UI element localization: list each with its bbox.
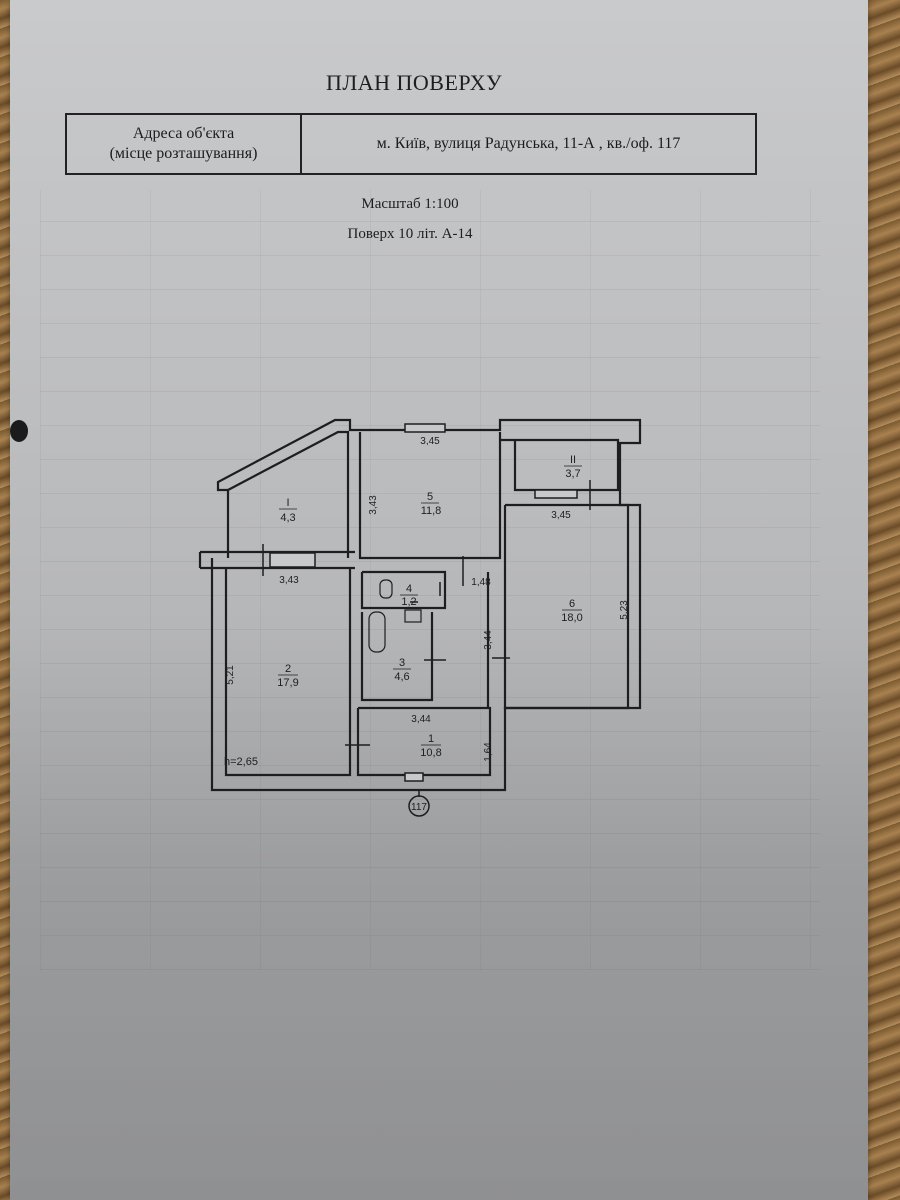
- dim-corridor-right: 3,44: [483, 630, 494, 650]
- room-1-number: 1: [428, 733, 434, 745]
- room-i-area: 4,3: [280, 512, 295, 524]
- dim-room5-left: 3,43: [368, 495, 379, 515]
- window-room-2: [269, 552, 316, 568]
- room-3-area: 4,6: [394, 671, 409, 683]
- address-label-cell: Адреса об'єкта (місце розташування): [67, 115, 302, 173]
- sink-icon: [404, 609, 422, 623]
- room-6-number: 6: [569, 598, 575, 610]
- wall-balcony-ii: [500, 438, 620, 492]
- door-marks: [262, 480, 591, 746]
- dim-room2-left: 5,21: [225, 665, 236, 685]
- dim-room5-top: 3,45: [420, 436, 440, 447]
- window-room-6: [534, 489, 578, 499]
- door-room-1: [404, 772, 424, 782]
- bathtub-icon: [368, 611, 386, 653]
- room-2-number: 2: [285, 663, 291, 675]
- sanitary-fixtures: [368, 579, 422, 653]
- room-1-area: 10,8: [420, 747, 441, 759]
- wall-room-5: [358, 432, 502, 560]
- room-5-area: 11,8: [421, 505, 442, 517]
- wall-room-1: [356, 706, 492, 777]
- window-room-5: [404, 423, 446, 433]
- room-labels: I 4,3 5 11,8 II 3,7 4 1,2 6 18,0 2 17,9 …: [277, 454, 582, 759]
- dim-room2-top: 3,43: [279, 575, 299, 586]
- scale-label: Масштаб 1:100: [361, 196, 459, 212]
- toilet-icon: [379, 579, 393, 599]
- wall-room-6: [503, 503, 630, 710]
- room-3-number: 3: [399, 657, 405, 669]
- room-2-area: 17,9: [277, 677, 298, 689]
- dim-room1-right: 1,64: [483, 742, 494, 762]
- plan-walls: [198, 418, 642, 792]
- address-value-cell: м. Київ, вулиця Радунська, 11-А , кв./оф…: [302, 115, 755, 173]
- room-4-area: 1,2: [401, 596, 416, 608]
- binder-hole: [10, 420, 28, 442]
- room-i-number: I: [286, 497, 289, 509]
- room-ii-number: II: [570, 454, 576, 466]
- room-4-number: 4: [406, 583, 412, 595]
- dim-room6-right: 5,23: [619, 600, 630, 620]
- address-label: Адреса об'єкта: [132, 125, 235, 142]
- room-6-area: 18,0: [561, 612, 582, 624]
- address-table: Адреса об'єкта (місце розташування) м. К…: [65, 113, 757, 175]
- room-5-number: 5: [427, 491, 433, 503]
- dim-room1-top: 3,44: [411, 714, 431, 725]
- floor-label: Поверх 10 літ. А-14: [347, 226, 473, 242]
- dimension-labels: 3,45 3,43 3,43 5,21 3,45 5,23 1,48 3,44 …: [225, 436, 630, 762]
- address-label-note: (місце розташування): [109, 145, 258, 162]
- room-ii-area: 3,7: [565, 468, 580, 480]
- ceiling-height-label: h=2,65: [224, 756, 258, 768]
- address-value: м. Київ, вулиця Радунська, 11-А , кв./оф…: [376, 135, 681, 152]
- wall-room-i: [227, 430, 350, 558]
- plan-windows: [269, 423, 578, 782]
- wall-room-4: [360, 570, 447, 610]
- apartment-marker-number: 117: [411, 802, 427, 813]
- dim-room6-top: 3,45: [551, 510, 571, 521]
- dim-room4-right: 1,48: [471, 577, 491, 588]
- wall-room-3: [360, 612, 434, 702]
- wall-room-2: [224, 568, 352, 777]
- apartment-marker: 117: [408, 790, 430, 817]
- apartment-marker-circle: [408, 795, 430, 817]
- document-title: ПЛАН ПОВЕРХУ: [325, 70, 503, 95]
